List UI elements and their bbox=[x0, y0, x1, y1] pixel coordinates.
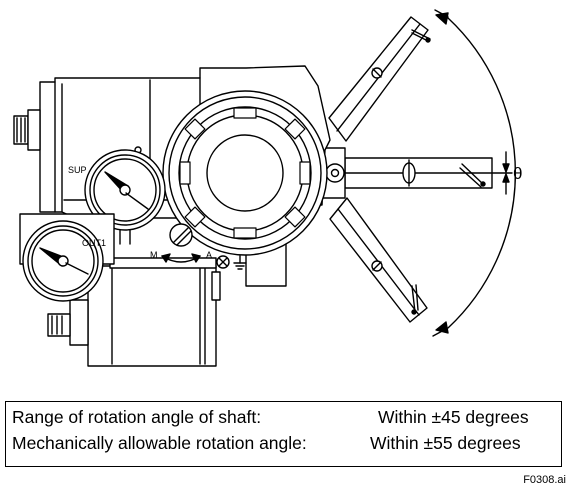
output-pressure-gauge bbox=[19, 213, 115, 302]
figure-file-id: F0308.ai bbox=[523, 474, 566, 486]
rotation-arc bbox=[432, 9, 516, 337]
auto-manual-switch bbox=[161, 223, 201, 263]
housing-lower bbox=[47, 257, 221, 367]
output-gauge-label: OUT1 bbox=[82, 238, 106, 248]
spec-value: Within ±45 degrees bbox=[378, 407, 529, 427]
angle-symbol: θ bbox=[513, 164, 522, 183]
spec-label: Mechanically allowable rotation angle: bbox=[12, 433, 307, 453]
spec-label: Range of rotation angle of shaft: bbox=[12, 407, 262, 427]
cover-flange bbox=[162, 90, 328, 287]
feedback-lever-lower bbox=[329, 197, 428, 323]
ground-terminal-icon bbox=[216, 255, 247, 270]
spec-row-mechanical-limit: Mechanically allowable rotation angle: W… bbox=[12, 433, 521, 454]
rotation-spec-box: Range of rotation angle of shaft: Within… bbox=[5, 401, 562, 467]
spec-row-rotation-range: Range of rotation angle of shaft: Within… bbox=[12, 407, 529, 428]
supply-pressure-gauge bbox=[84, 149, 166, 245]
spec-value: Within ±55 degrees bbox=[370, 433, 521, 453]
feedback-lever-center bbox=[344, 157, 493, 189]
positioner-drawing: θ bbox=[13, 9, 522, 367]
feedback-lever-upper bbox=[328, 16, 431, 142]
switch-label-manual: M bbox=[150, 250, 158, 260]
supply-gauge-label: SUP bbox=[68, 165, 87, 175]
side-bolt-block bbox=[13, 109, 41, 151]
switch-label-auto: A bbox=[206, 250, 212, 260]
